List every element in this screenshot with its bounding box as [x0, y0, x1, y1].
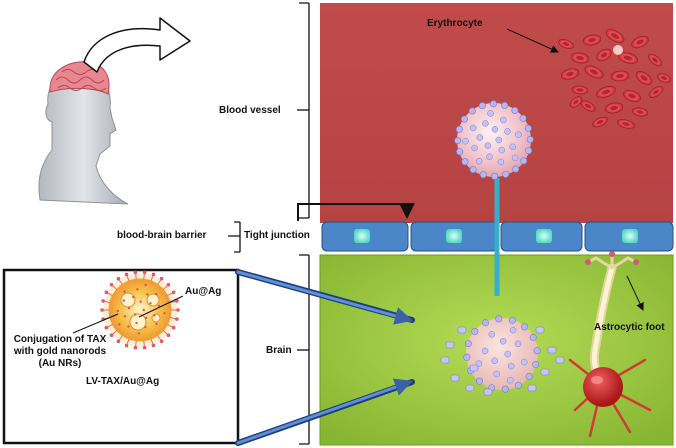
red-blood-cell — [592, 116, 608, 128]
red-blood-cell — [596, 48, 612, 62]
inset-arrows — [235, 269, 415, 446]
astrocytic-foot-pointer — [626, 275, 644, 311]
red-blood-cell — [617, 52, 639, 64]
red-blood-cell — [571, 85, 589, 95]
human-head-brain-icon — [38, 61, 129, 205]
red-blood-cell — [560, 68, 580, 80]
red-blood-cell — [648, 53, 662, 67]
red-blood-cell — [558, 39, 574, 49]
erythrocyte-pointer — [506, 28, 559, 53]
red-blood-cell — [623, 90, 641, 102]
au-ag-label: Au@Ag — [185, 286, 222, 297]
conjugation-line-3: (Au NRs) — [38, 358, 82, 369]
blood-brain-barrier-label: blood-brain barrier — [117, 230, 207, 241]
red-blood-cell — [631, 107, 649, 117]
blood-vessel-label: Blood vessel — [219, 105, 281, 116]
conjugation-pointer — [72, 313, 119, 334]
tight-junction-pointer — [297, 203, 415, 221]
red-blood-cell — [656, 73, 672, 83]
curved-arrow-icon — [83, 17, 191, 73]
region-brackets — [228, 2, 310, 445]
nanoparticle-blood — [454, 100, 534, 180]
conjugation-label: Conjugation of TAX with gold nanorods (A… — [7, 334, 113, 370]
tight-junction-label: Tight junction — [244, 230, 310, 241]
erythrocyte-cluster — [558, 29, 672, 129]
lv-tax-label: LV-TAX/Au@Ag — [86, 376, 160, 387]
red-blood-cell — [582, 34, 602, 46]
red-blood-cell — [610, 70, 630, 82]
red-blood-cell — [604, 102, 624, 114]
red-blood-cell — [616, 119, 636, 129]
red-blood-cell — [605, 29, 625, 43]
brain-label: Brain — [266, 345, 292, 356]
astrocyte-icon — [568, 251, 652, 438]
au-ag-pointer — [138, 295, 184, 318]
conjugation-line-2: with gold nanorods — [13, 346, 107, 357]
astrocytic-foot-label: Astrocytic foot — [594, 322, 665, 333]
red-blood-cell — [635, 71, 653, 85]
red-blood-cell — [570, 52, 590, 64]
red-blood-cell — [596, 85, 616, 99]
red-blood-cell — [648, 86, 664, 98]
nanoparticle-brain — [440, 315, 565, 396]
red-blood-cell — [584, 65, 604, 79]
conjugation-line-1: Conjugation of TAX — [13, 334, 107, 345]
erythrocyte-label: Erythrocyte — [427, 18, 483, 29]
red-blood-cell — [631, 35, 649, 49]
au-ag-nanoparticle-icon — [100, 270, 180, 350]
red-blood-cell — [569, 96, 583, 108]
